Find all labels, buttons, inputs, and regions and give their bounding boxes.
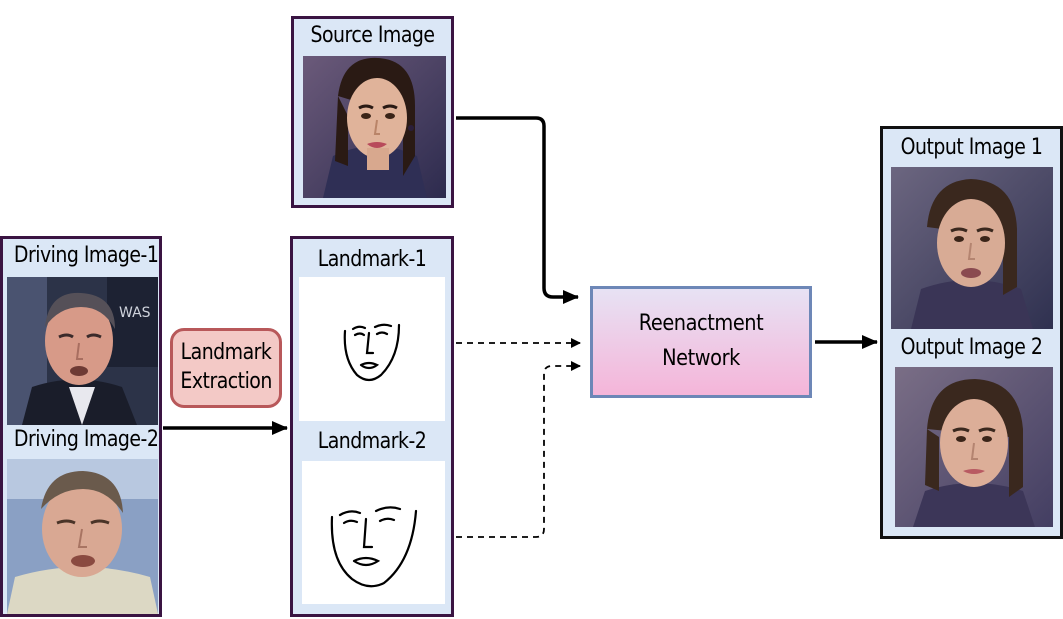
reenactment-network-box: Reenactment Network: [590, 286, 812, 398]
output-1-face-photo-icon: [891, 167, 1053, 329]
driving-image-1-label: Driving Image-1: [13, 243, 159, 268]
reenactment-network-line1: Reenactment: [638, 311, 764, 336]
source-image-label: Source Image: [310, 23, 435, 48]
output-2-face-photo-icon: [895, 367, 1053, 527]
landmark-extraction-line2: Extraction: [180, 369, 272, 394]
landmark-2-sketch-icon: [302, 461, 445, 604]
source-image-panel: Source Image: [291, 16, 454, 208]
driving-images-panel: Driving Image-1 WAS Driving Image-2: [0, 236, 162, 617]
output-image-1-label: Output Image 1: [900, 135, 1043, 160]
svg-text:WAS: WAS: [119, 305, 151, 321]
source-face-photo-icon: [303, 56, 446, 198]
landmark-extraction-box: Landmark Extraction: [170, 328, 282, 408]
source-to-network-arrow: [456, 116, 579, 304]
landmark-extraction-line1: Landmark: [180, 340, 272, 365]
output-images-panel: Output Image 1 Output Image 2: [880, 126, 1063, 539]
output-image-2-label: Output Image 2: [900, 335, 1043, 360]
landmark-1-label: Landmark-1: [317, 247, 427, 272]
driving-1-face-photo-icon: WAS: [7, 277, 158, 425]
landmark-2-to-network-arrow: [456, 361, 581, 538]
landmark-2-label: Landmark-2: [317, 429, 427, 454]
landmarks-panel: Landmark-1 Landmark-2: [290, 236, 454, 617]
reenactment-network-line2: Network: [662, 346, 740, 371]
driving-image-2-label: Driving Image-2: [13, 427, 159, 452]
driving-2-face-photo-icon: [7, 459, 158, 614]
landmark-1-sketch-icon: [299, 277, 445, 421]
